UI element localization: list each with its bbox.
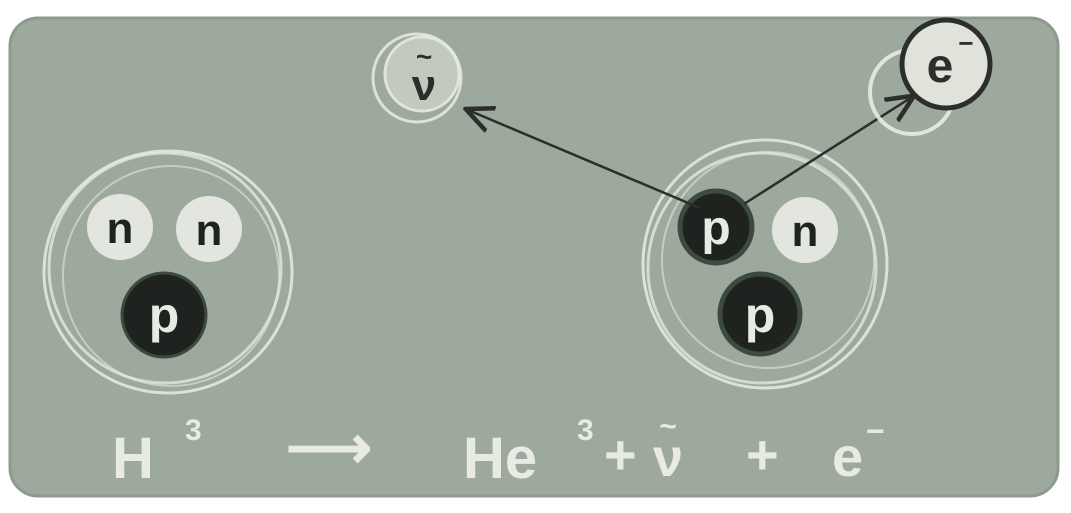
- equation-product-mass-number: 3: [577, 414, 594, 447]
- equation-neutrino-bar: ~: [659, 410, 677, 443]
- helium3-nucleus-outline-inner-2: [661, 151, 875, 369]
- equation-plus-2: +: [746, 423, 779, 486]
- helium3-proton-2: p: [717, 271, 803, 357]
- electron-symbol: e: [927, 40, 954, 93]
- equation-product: He: [463, 426, 537, 491]
- antineutrino-emission-arrow: [468, 110, 701, 210]
- tritium-nucleus-outline-outer: [42, 149, 294, 395]
- neutron-label: n: [792, 207, 819, 256]
- tritium-nucleus: n n p: [42, 149, 294, 395]
- decay-equation: H 3 ⟶ He 3 + ~ ν + e −: [112, 410, 885, 491]
- proton-label: p: [745, 287, 776, 343]
- equation-reactant: H: [112, 426, 154, 491]
- equation-neutrino: ν: [653, 428, 683, 488]
- helium3-neutron: n: [772, 197, 838, 263]
- tritium-nucleus-outline-inner-2: [62, 165, 280, 387]
- equation-reactant-mass-number: 3: [185, 414, 202, 447]
- neutron-label: n: [196, 206, 223, 255]
- tritium-neutron-2: n: [176, 196, 242, 262]
- antineutrino-bar: ~: [416, 41, 432, 72]
- neutron-label: n: [107, 204, 134, 253]
- chalkboard-background: [8, 16, 1060, 498]
- helium3-proton-1: p: [677, 188, 755, 266]
- tritium-neutron-1: n: [87, 194, 153, 260]
- proton-label: p: [701, 202, 730, 255]
- helium3-nucleus-outline-outer: [641, 138, 889, 390]
- equation-electron-charge: −: [866, 413, 885, 449]
- proton-label: p: [149, 287, 180, 343]
- helium3-nucleus: p n p: [641, 138, 889, 390]
- equation-arrow: ⟶: [286, 414, 372, 481]
- antineutrino-particle: ~ ν: [371, 32, 463, 124]
- electron-charge: −: [958, 28, 973, 58]
- equation-plus-1: +: [604, 423, 637, 486]
- equation-electron: e: [832, 425, 863, 488]
- electron-emission-arrow: [743, 97, 912, 206]
- antineutrino-symbol: ν: [412, 61, 436, 110]
- tritium-proton: p: [120, 271, 208, 359]
- tritium-nucleus-outline-inner: [47, 151, 283, 385]
- electron-particle: e −: [868, 17, 993, 136]
